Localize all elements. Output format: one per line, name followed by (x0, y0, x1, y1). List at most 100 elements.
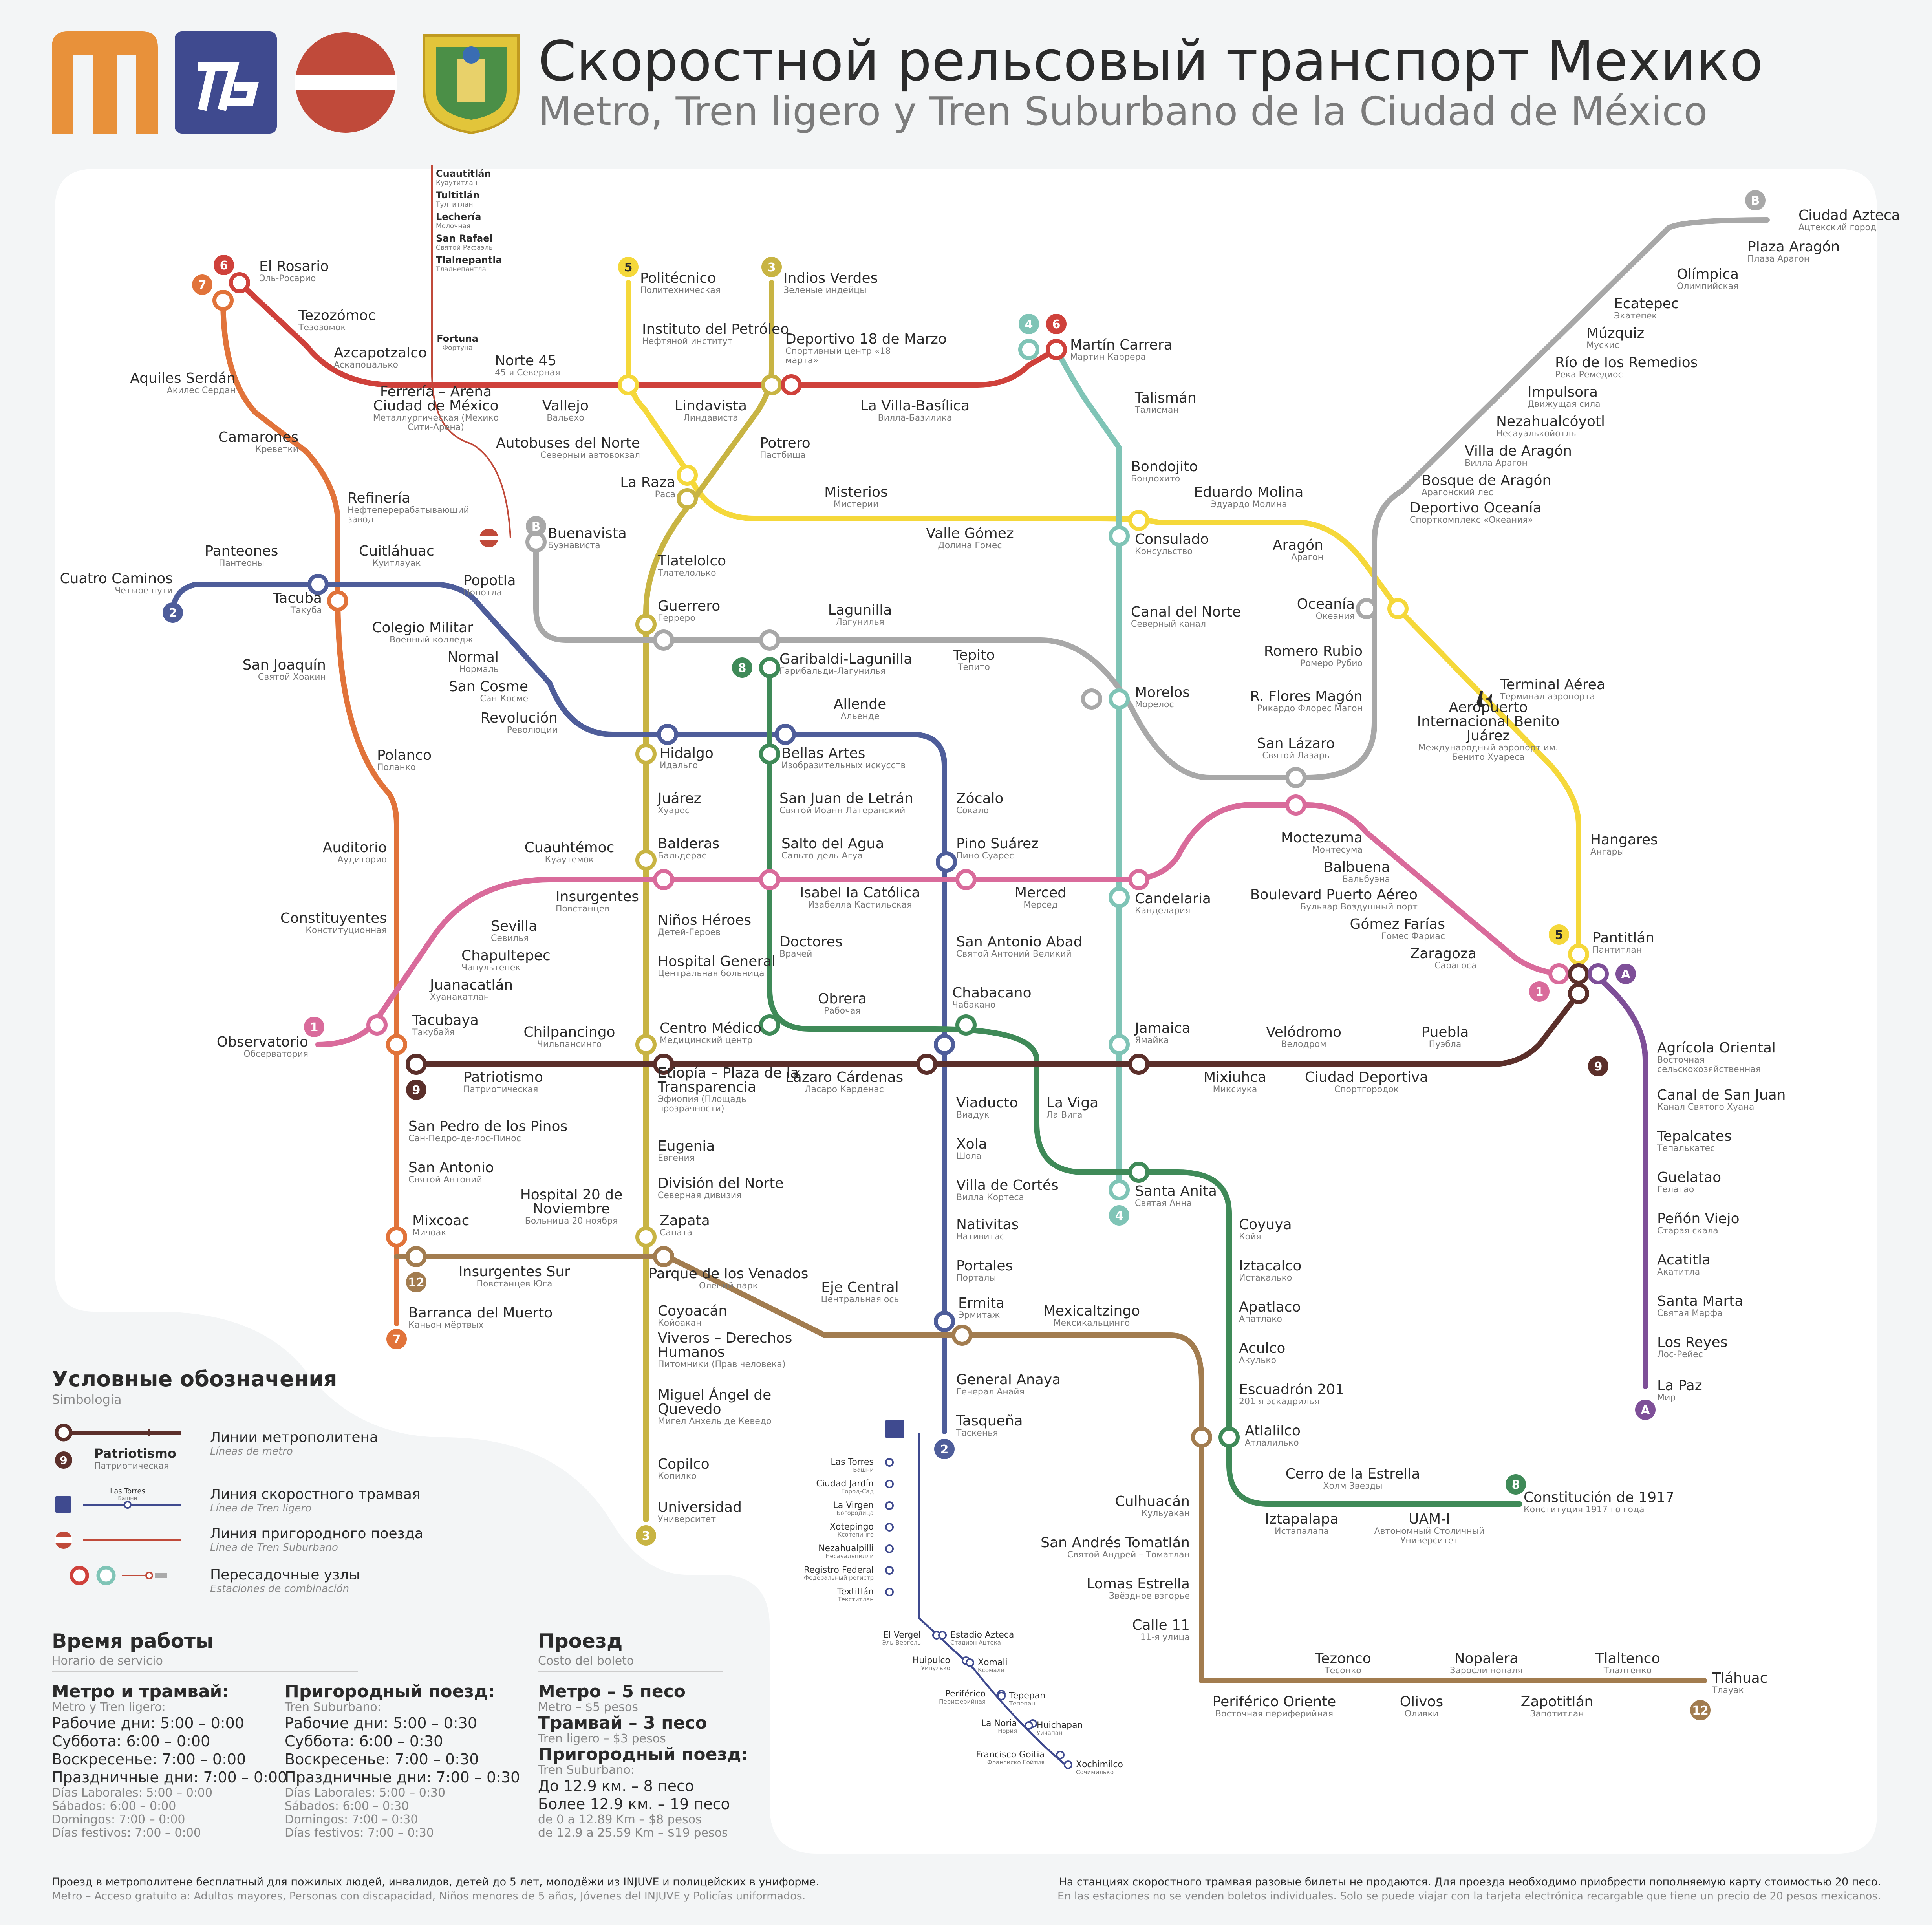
station-label[interactable]: Mixcoac (412, 1213, 469, 1229)
station-label[interactable]: Chabacano (952, 985, 1032, 1001)
station-label[interactable]: Lomas Estrella (1087, 1576, 1190, 1592)
station-label[interactable]: Xola (956, 1136, 987, 1152)
station-label[interactable]: Mexicaltzingo (1043, 1303, 1140, 1319)
transfer-station[interactable] (327, 590, 348, 611)
station-label[interactable]: Aeropuerto (1449, 699, 1528, 715)
station-label[interactable]: Cerro de la Estrella (1286, 1466, 1420, 1482)
station-label[interactable]: San Cosme (449, 679, 528, 695)
station-label[interactable]: Hospital General (658, 953, 776, 970)
station-label[interactable]: Buenavista (548, 525, 627, 542)
station-label[interactable]: Observatorio (217, 1034, 308, 1050)
station-label[interactable]: Guerrero (658, 598, 720, 614)
transfer-station[interactable] (677, 465, 698, 486)
station-label[interactable]: Ermita (958, 1295, 1004, 1311)
station-label[interactable]: Cuautitlán (436, 168, 491, 179)
station-label[interactable]: San Juan de Letrán (779, 790, 913, 807)
station-label[interactable]: Fortuna (437, 333, 478, 344)
station-label[interactable]: Insurgentes Sur (459, 1264, 570, 1280)
transfer-station[interactable] (653, 869, 674, 890)
station-label[interactable]: Refinería (348, 490, 410, 506)
transfer-station[interactable] (366, 1014, 388, 1036)
station-label[interactable]: Camarones (218, 429, 298, 445)
transfer-station[interactable] (759, 743, 780, 765)
transfer-station[interactable] (1081, 688, 1102, 710)
station-label[interactable]: Bosque de Aragón (1422, 472, 1551, 489)
station-label[interactable]: Juárez (1466, 728, 1510, 744)
station-label[interactable]: Polanco (377, 747, 432, 763)
station-label[interactable]: Balderas (658, 836, 719, 852)
station-label[interactable]: Jamaica (1134, 1020, 1191, 1036)
tram-station-dot[interactable] (1064, 1760, 1072, 1769)
transfer-station[interactable] (229, 272, 250, 293)
tram-station-label[interactable]: Periférico (945, 1689, 986, 1699)
station-label[interactable]: Bellas Artes (781, 745, 865, 761)
transfer-station[interactable] (1109, 525, 1130, 547)
station-label[interactable]: Terminal Aérea (1500, 677, 1605, 693)
station-label[interactable]: Chapultepec (461, 948, 551, 964)
station-label[interactable]: Tlatelolco (657, 553, 726, 569)
station-label[interactable]: Potrero (760, 435, 810, 451)
station-label[interactable]: Aquiles Serdán (130, 370, 236, 386)
station-label[interactable]: Centro Médico (660, 1020, 762, 1036)
station-label[interactable]: Hidalgo (660, 745, 714, 761)
station-label[interactable]: Tlaltenco (1595, 1651, 1660, 1667)
station-label[interactable]: La Raza (620, 474, 675, 490)
transfer-station[interactable] (386, 1034, 407, 1055)
station-label[interactable]: Pino Suárez (956, 836, 1039, 852)
transfer-station[interactable] (635, 849, 657, 871)
station-label[interactable]: Zócalo (956, 790, 1004, 807)
station-label[interactable]: Romero Rubio (1264, 643, 1363, 659)
tram-station-dot[interactable] (1025, 1721, 1033, 1730)
station-label[interactable]: Ciudad Deportiva (1305, 1069, 1428, 1085)
tram-station-label[interactable]: La Noria (981, 1718, 1017, 1728)
transfer-station[interactable] (618, 374, 639, 395)
station-label[interactable]: Barranca del Muerto (408, 1305, 553, 1321)
station-label[interactable]: General Anaya (956, 1372, 1061, 1388)
station-label[interactable]: Portales (956, 1258, 1013, 1274)
transfer-station[interactable] (934, 1311, 955, 1332)
station-label[interactable]: Lázaro Cárdenas (785, 1069, 904, 1085)
station-label[interactable]: Vallejo (542, 398, 589, 414)
station-label[interactable]: Universidad (658, 1499, 742, 1515)
station-label[interactable]: San Antonio Abad (956, 934, 1082, 950)
tram-station-label[interactable]: Tepepan (1009, 1691, 1045, 1701)
tram-station-label[interactable]: Estadio Azteca (950, 1630, 1014, 1640)
station-label[interactable]: Norte 45 (495, 353, 556, 369)
station-label[interactable]: Río de los Remedios (1555, 355, 1698, 371)
transfer-station[interactable] (951, 1325, 973, 1346)
transfer-station[interactable] (1046, 339, 1067, 360)
transfer-station[interactable] (1548, 963, 1570, 984)
station-label[interactable]: Puebla (1422, 1024, 1469, 1040)
station-label[interactable]: Apatlaco (1239, 1299, 1301, 1315)
station-label[interactable]: Villa de Aragón (1465, 443, 1572, 459)
station-label[interactable]: Los Reyes (1657, 1334, 1727, 1350)
station-label[interactable]: Deportivo 18 de Marzo (785, 331, 947, 347)
station-label[interactable]: Tezozómoc (298, 307, 376, 324)
tram-station-dot[interactable] (885, 1458, 894, 1467)
transfer-station[interactable] (386, 1226, 407, 1248)
station-label[interactable]: Deportivo Oceanía (1410, 500, 1542, 516)
station-label[interactable]: Normal (448, 649, 499, 665)
station-label[interactable]: Popotla (463, 573, 516, 589)
tram-station-dot[interactable] (885, 1501, 894, 1510)
station-label[interactable]: Nezahualcóyotl (1496, 414, 1605, 430)
station-label[interactable]: Cuitláhuac (359, 543, 434, 559)
station-label[interactable]: Nativitas (956, 1217, 1019, 1233)
station-label[interactable]: Gómez Farías (1350, 916, 1445, 932)
station-label[interactable]: San Pedro de los Pinos (408, 1118, 567, 1135)
transfer-station[interactable] (1109, 688, 1130, 710)
transfer-station[interactable] (1356, 598, 1377, 619)
tram-station-label[interactable]: Xomali (978, 1658, 1008, 1667)
station-label[interactable]: Balbuena (1324, 859, 1390, 875)
station-label[interactable]: Ciudad Azteca (1798, 207, 1900, 223)
station-label[interactable]: Panteones (205, 543, 278, 559)
tram-station-label[interactable]: La Virgen (833, 1500, 874, 1510)
station-label[interactable]: Villa de Cortés (956, 1177, 1059, 1193)
station-label[interactable]: Santa Marta (1657, 1293, 1743, 1309)
station-label[interactable]: Acatitla (1657, 1252, 1711, 1268)
station-label[interactable]: Velódromo (1266, 1024, 1341, 1040)
station-label[interactable]: Allende (834, 696, 887, 712)
station-label[interactable]: Nopalera (1454, 1651, 1519, 1667)
station-label[interactable]: Tepito (952, 647, 995, 663)
station-label[interactable]: Hangares (1590, 832, 1658, 848)
